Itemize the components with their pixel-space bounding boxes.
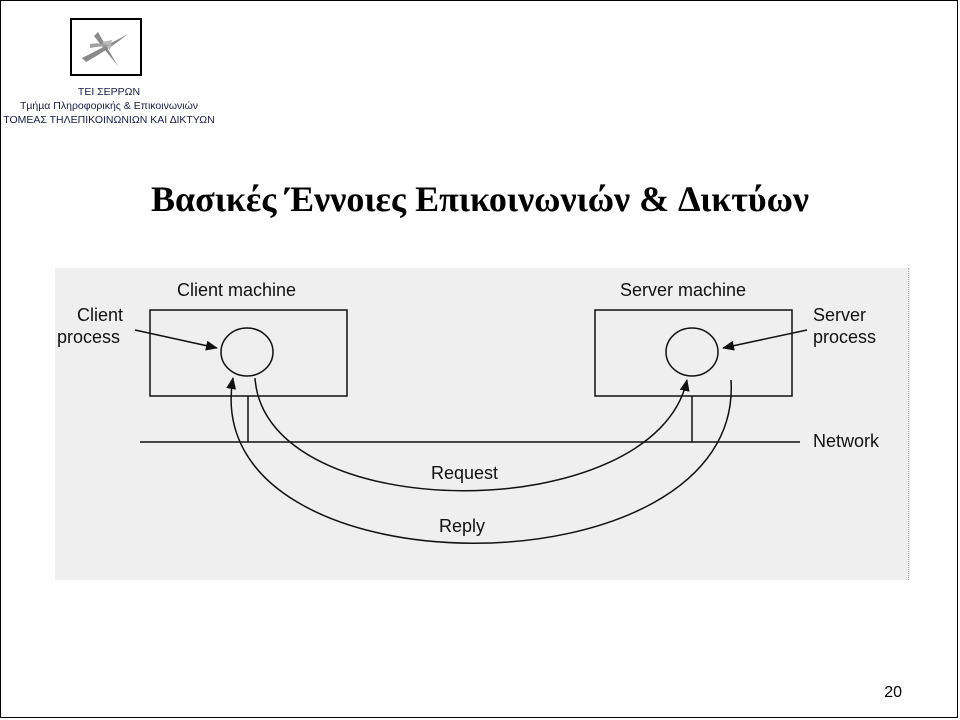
client-server-diagram: Client machine Server machine Client pro…	[55, 268, 910, 580]
reply-arrow	[226, 377, 732, 544]
server-machine-box	[594, 309, 793, 397]
request-arrow	[254, 377, 690, 492]
institution-logo	[70, 18, 142, 76]
client-machine-box	[149, 309, 348, 397]
page-number: 20	[884, 684, 902, 701]
sector-name: ΤΟΜΕΑΣ ΤΗΛΕΠΙΚΟΙΝΩΝΙΩΝ ΚΑΙ ∆ΙΚΤΥΩΝ	[3, 114, 215, 126]
client-machine-label: Client machine	[177, 280, 297, 300]
client-process-circle	[220, 327, 274, 377]
server-process-label-1: Server	[813, 305, 867, 325]
client-process-label-2: process	[57, 327, 121, 347]
client-process-pointer	[134, 329, 218, 351]
request-label: Request	[431, 463, 499, 483]
institution-name: ΤΕΙ ΣΕΡΡΩΝ	[77, 86, 141, 98]
slide-title: Βασικές Έννοιες Επικοινωνιών & ∆ικτύων	[151, 179, 809, 219]
department-name: Τµήµα Πληροφορικής & Επικοινωνιών	[19, 100, 199, 112]
server-process-circle	[665, 327, 719, 377]
server-process-label-2: process	[813, 327, 877, 347]
network-label: Network	[813, 431, 880, 451]
server-process-pointer	[722, 329, 808, 351]
diagram-edge-divider	[908, 268, 909, 580]
reply-label: Reply	[439, 516, 486, 536]
server-machine-label: Server machine	[620, 280, 747, 300]
client-process-label-1: Client	[77, 305, 124, 325]
